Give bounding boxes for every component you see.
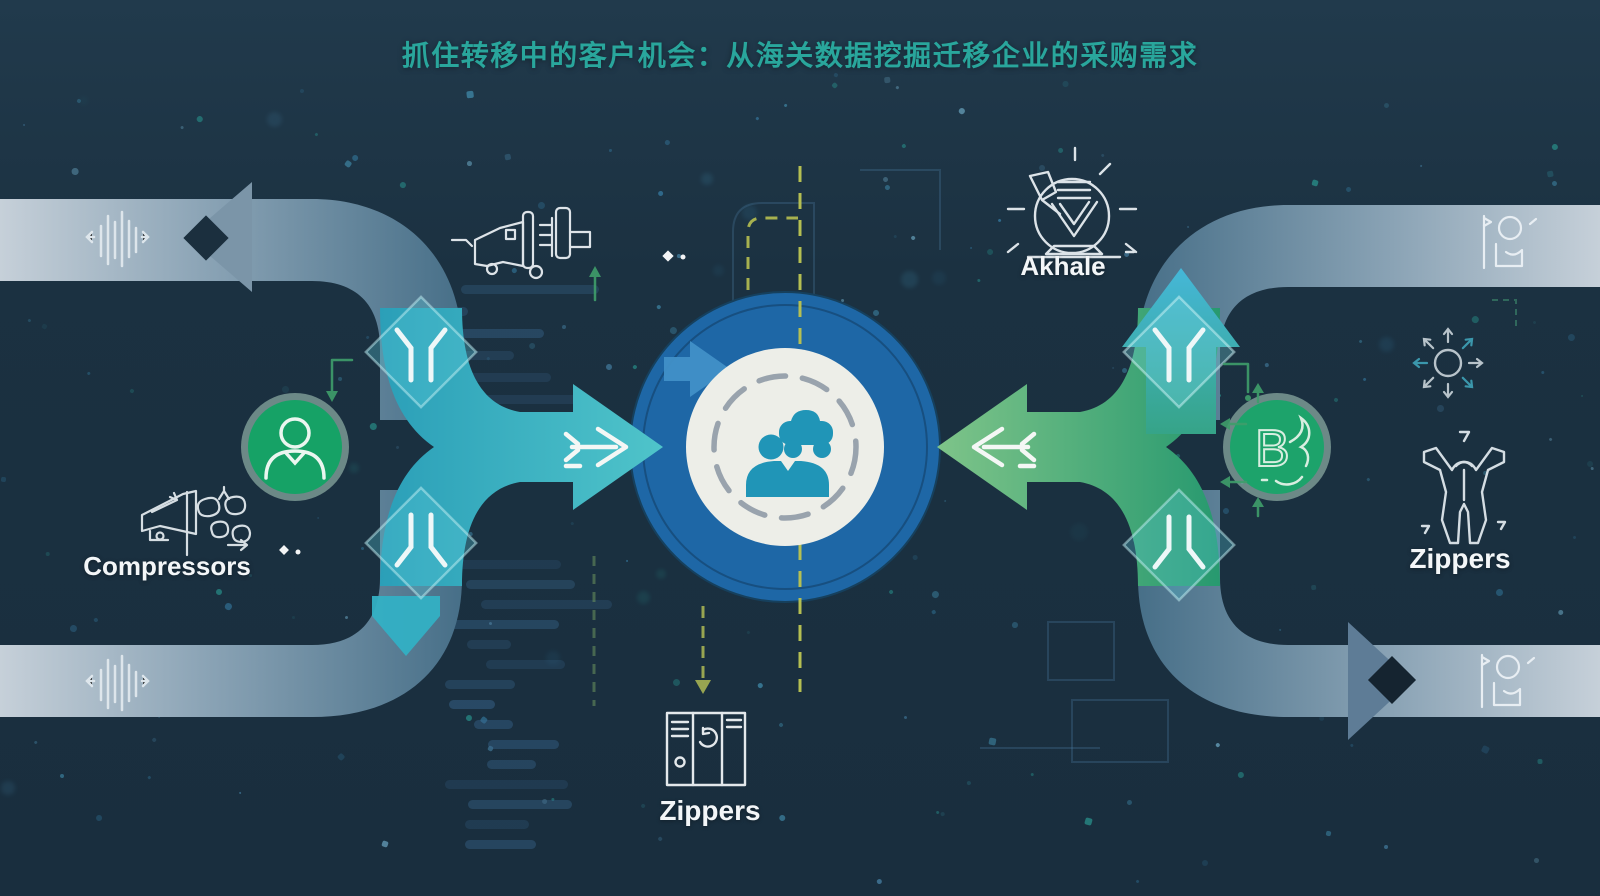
speck — [1437, 405, 1444, 412]
soft-blob — [701, 173, 713, 185]
person-with-car-icon — [746, 410, 833, 497]
soft-blob — [742, 205, 757, 220]
circuit-bar — [454, 560, 561, 569]
person-form-icon — [1480, 653, 1536, 709]
hub-inner-arrow-icon — [664, 341, 730, 397]
hub-core — [686, 348, 884, 546]
compressor-machine-icon — [140, 485, 252, 557]
circuit-bar — [445, 680, 515, 689]
soft-blob — [1, 781, 15, 795]
band-bottom-left — [0, 490, 462, 717]
diamond-badge-pipes-up-icon — [364, 295, 478, 409]
soft-blob — [637, 591, 650, 604]
soft-blob — [656, 569, 666, 579]
page-title: 抓住转移中的客户机会：从海关数据挖掘迁移企业的采购需求 — [401, 40, 1199, 71]
lockers-icon — [665, 711, 747, 787]
right-green-circle: B — [1223, 393, 1331, 501]
plane-arrow-left-icon — [971, 426, 1037, 469]
circuit-bar — [461, 351, 514, 360]
dashed-guides — [695, 166, 802, 694]
circuit-bar — [481, 600, 612, 609]
up-arrow-ribbon — [1122, 268, 1240, 434]
person-icon — [264, 417, 326, 480]
circuit-bar — [433, 395, 577, 404]
circuit-bar — [446, 620, 559, 629]
truck-machine-icon — [450, 206, 592, 280]
label-compressors: Compressors — [83, 551, 251, 581]
circuit-bar — [467, 640, 511, 649]
speck — [1202, 860, 1208, 866]
soft-blob — [713, 265, 724, 276]
diamond-badge-pipes-down-icon — [1122, 488, 1236, 602]
circuit-bar — [466, 580, 575, 589]
background-circuit-decor — [592, 169, 1517, 763]
soft-blob — [1070, 523, 1088, 541]
circuit-bar — [468, 800, 572, 809]
vertical-bars-icon — [85, 210, 150, 268]
band-bottom-right — [1138, 490, 1600, 717]
letter-b-icon: B — [1254, 414, 1311, 486]
soft-blob — [79, 96, 89, 106]
soft-blob — [932, 271, 946, 285]
diamond-badge-pipes-up-icon — [1122, 295, 1236, 409]
soft-blob — [546, 651, 561, 666]
zipper-suit-icon — [1420, 430, 1507, 545]
soft-blob — [267, 112, 283, 128]
circuit-bar — [449, 700, 495, 709]
corner-bands — [0, 182, 1600, 740]
soft-blob — [901, 271, 918, 288]
diamond-badge-pipes-down-icon — [364, 486, 478, 600]
label-zippers-right: Zippers — [1409, 543, 1511, 574]
left-green-circle — [241, 393, 349, 501]
plane-arrow-right-icon — [563, 426, 629, 469]
person-form-icon — [1482, 214, 1538, 270]
radiating-arrows-icon — [1412, 327, 1484, 399]
circuit-bar — [474, 720, 513, 729]
soft-blob — [1379, 337, 1395, 353]
label-akhale: Akhale — [1020, 251, 1106, 281]
circuit-bar — [487, 760, 536, 769]
circuit-bar — [461, 373, 551, 382]
b-letter: B — [1255, 420, 1290, 478]
soft-blob — [349, 463, 360, 474]
down-chevron-ribbon — [372, 596, 440, 656]
green-circuit-arrows — [326, 266, 1264, 518]
circuit-bar — [486, 660, 565, 669]
circuit-bar — [445, 780, 568, 789]
circuit-bar — [461, 285, 599, 294]
crystal-ball-funnel-icon — [1006, 146, 1138, 259]
circuit-bar — [488, 740, 559, 749]
circuit-bar — [465, 820, 529, 829]
circuit-bar — [434, 329, 544, 338]
dark-diamond-top-left-icon — [183, 215, 229, 261]
vertical-bars-icon — [85, 654, 150, 712]
circuit-bar — [465, 840, 536, 849]
label-zippers-bottom: Zippers — [659, 795, 761, 826]
